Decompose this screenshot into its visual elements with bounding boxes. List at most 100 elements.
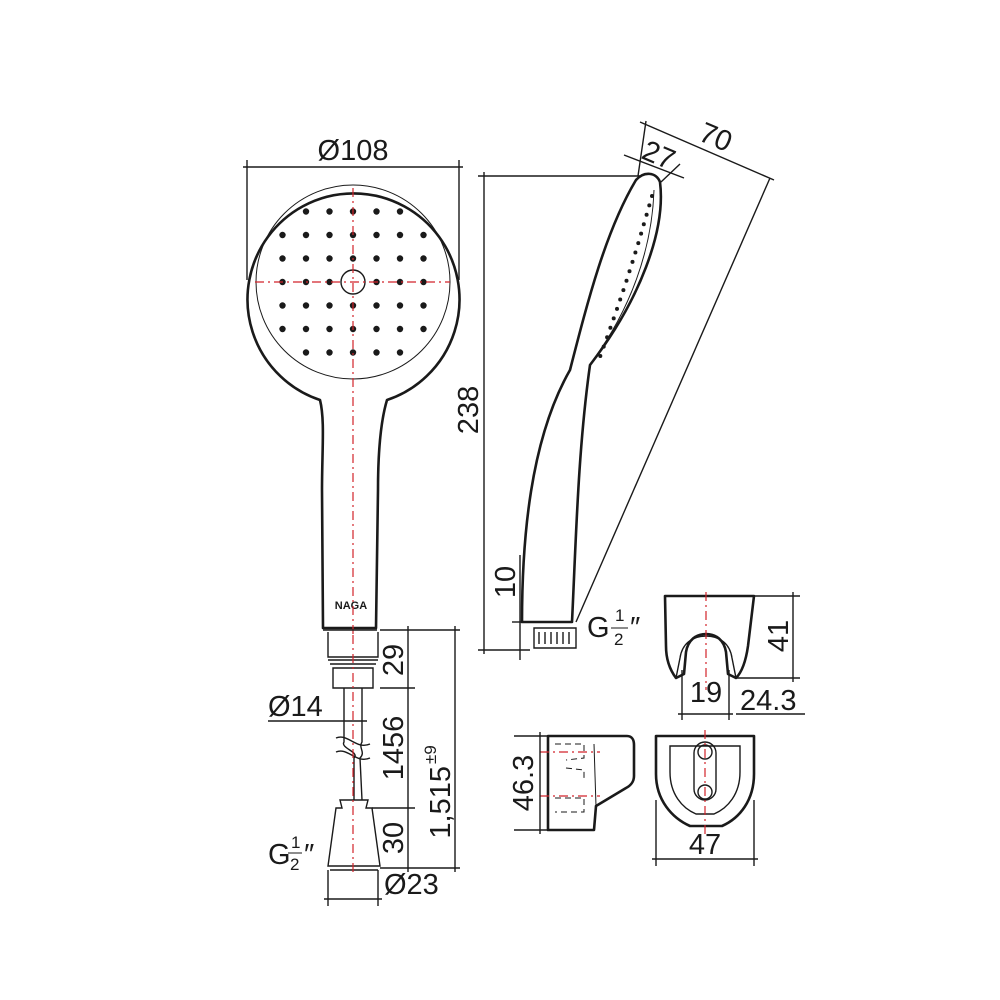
hose-total-group: 1,515 ±9 [421,745,457,838]
side-nozzle-dot [601,344,606,349]
side-nozzle-dot [647,203,652,208]
side-thread-g: G [587,612,610,644]
hose-break-mark [335,736,371,760]
nozzle-dot [279,255,286,262]
nozzle-dot [302,349,310,356]
nozzle-dot [279,325,286,333]
holder-opening-label: 19 [690,677,722,709]
nozzle-dot [326,255,333,262]
side-nozzle-dot [630,259,635,264]
nozzle-dot [279,302,286,309]
nozzle-dot [326,302,333,309]
hose-end-fitting [327,799,381,867]
nozzle-dot [420,325,427,333]
hose-total-label: 1,515 [425,766,457,839]
head-diameter-label: Ø108 [318,135,389,167]
side-nozzle-dot [605,335,610,340]
nozzle-dot [302,325,310,333]
side-thread-num: 1 [615,606,624,625]
hand-shower-front-view: NAGA Ø108 [243,135,463,635]
nozzle-dot [396,255,404,262]
nozzle-dot [396,302,404,309]
side-thread-inch: ″ [630,612,640,644]
side-view-outline [520,172,663,624]
side-spray-nozzles [598,194,654,358]
holder-height-label: 41 [763,620,795,652]
nozzle-dot [302,302,310,309]
hose-length-label: 1456 [378,716,410,781]
side-nozzle-dot [611,316,616,321]
face-depth-dim-line [623,154,685,179]
side-nozzle-dot [618,297,623,302]
overall-length-label: 238 [453,386,485,434]
nozzle-dot [326,231,333,239]
bracket-front-inner [669,745,741,815]
hose-thread-num: 1 [291,833,300,852]
nozzle-dot [279,231,286,239]
connector-height-label: 10 [490,566,522,598]
nozzle-dot [396,278,404,286]
nozzle-dot [326,278,333,286]
bracket-front-outline [654,734,756,828]
hose-top-fitting-label: 29 [378,644,410,676]
hose-end-fitting-label: 30 [378,822,410,854]
bracket-side-step [593,743,597,807]
side-nozzle-dot [639,231,644,236]
hose-thread-g: G [268,839,291,871]
bracket-side-hidden-lines [555,743,585,813]
nozzle-dot [396,231,404,239]
side-view-face-line [592,189,655,361]
depth-label: 70 [694,117,736,159]
side-connector [522,621,577,649]
nozzle-dot [420,278,427,286]
bracket-width-label: 47 [689,829,721,861]
nozzle-dot [326,325,333,333]
nozzle-dot [396,325,404,333]
side-nozzle-dot [641,222,646,227]
nozzle-dot [420,255,427,262]
nozzle-dot [326,349,333,356]
side-thread-den: 2 [614,630,623,649]
depth-ext-back [575,177,771,623]
nozzle-dot [373,349,380,356]
hose-top-fitting [323,629,379,689]
nozzle-dot [373,208,380,215]
hose-thread-den: 2 [290,855,299,874]
nozzle-dot [302,208,310,215]
bracket-front-view: 47 [652,730,758,866]
hand-shower-outline [246,192,461,630]
nozzle-dot [396,349,404,356]
hose-tube [342,688,363,801]
bracket-side-view: 46.3 [508,732,636,834]
side-nozzle-dot [644,212,649,217]
nozzle-dot [349,349,357,356]
nozzle-dot [373,231,380,239]
hose-total-tolerance: ±9 [421,745,440,764]
side-nozzle-dot [608,325,613,330]
nozzle-dot [373,325,380,333]
nozzle-dot [396,208,404,215]
nozzle-dot [302,255,310,262]
depth-ext-front [637,120,647,177]
brand-logo: NAGA [335,600,367,612]
hand-shower-side-view: 238 10 G 1 2 ″ 70 27 [453,117,775,660]
nozzle-dot [373,255,380,262]
side-nozzle-dot [615,306,619,311]
holder-top-view: 41 19 24.3 [663,592,805,720]
hose-view: Ø14 29 1456 30 1,515 ±9 G 1 2 ″ Ø23 [268,626,460,906]
bracket-side-outline [546,734,636,832]
nozzle-dot [326,208,333,215]
side-nozzle-dot [621,288,626,293]
holder-width-label: 24.3 [740,685,796,717]
nozzle-dot [302,231,310,239]
hose-diameter-label: Ø14 [268,691,323,723]
bracket-height-label: 46.3 [508,755,540,811]
side-nozzle-dot [650,194,654,198]
side-nozzle-dot [598,354,603,358]
side-nozzle-dot [633,250,638,255]
side-nozzle-dot [624,278,629,283]
nozzle-dot [420,231,427,239]
side-nozzle-dot [627,269,632,274]
screw-hole-bottom-icon [697,784,713,800]
